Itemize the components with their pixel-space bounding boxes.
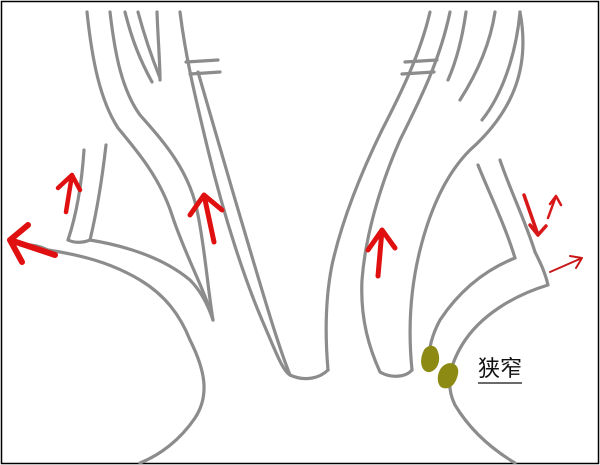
left-branch-to-edge-upper <box>68 145 106 240</box>
plaque-blob-lower <box>438 363 459 388</box>
right-trunk-outer-wall <box>410 12 523 370</box>
plaque-blob-upper <box>421 346 439 372</box>
right-central-vessel-inner <box>326 12 430 370</box>
arrow-icon-left-large <box>10 225 55 262</box>
arrow-icon-right-outward <box>550 256 582 272</box>
right-branch-upper <box>478 160 535 258</box>
arrow-icon-right-up <box>548 196 561 218</box>
arrow-icon-right-central <box>368 230 395 276</box>
stenosis-plaque <box>421 346 458 389</box>
right-vessel-tree <box>326 12 548 463</box>
left-central-vessel-outer <box>180 12 290 375</box>
left-central-vessel-inner <box>198 72 328 379</box>
stenosis-label: 狭窄 <box>478 357 522 382</box>
left-vessel-tree <box>20 12 328 463</box>
left-branch-to-edge-lower <box>48 240 213 463</box>
left-trunk-outer-wall <box>87 12 213 320</box>
stenosis-label-group: 狭窄 <box>478 357 522 383</box>
right-cross-mark <box>402 60 437 74</box>
right-inner-branch-c <box>482 12 520 120</box>
right-inner-branch-a <box>448 12 466 80</box>
right-central-vessel-outer <box>362 12 450 376</box>
